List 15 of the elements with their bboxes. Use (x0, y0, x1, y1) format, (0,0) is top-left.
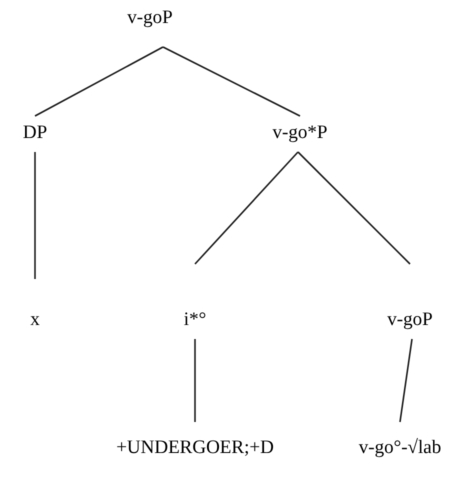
tree-node-label: v-goP (125, 7, 175, 29)
tree-branch-line (34, 46, 164, 117)
tree-branch-line (297, 151, 411, 265)
tree-branch-line (399, 338, 413, 422)
tree-node-label: v-go°-√lab (356, 437, 444, 459)
tree-node-label: DP (20, 122, 50, 144)
tree-branch-line (194, 151, 299, 265)
tree-branch-line (162, 46, 300, 117)
tree-node-label: v-go*P (270, 122, 330, 144)
tree-node-label: i*° (182, 309, 208, 331)
tree-node-label: x (28, 309, 42, 331)
tree-node-label: v-goP (385, 309, 435, 331)
tree-branch-line (34, 152, 36, 279)
tree-node-label: +UNDERGOER;+D (114, 437, 276, 459)
tree-branch-line (194, 339, 196, 422)
